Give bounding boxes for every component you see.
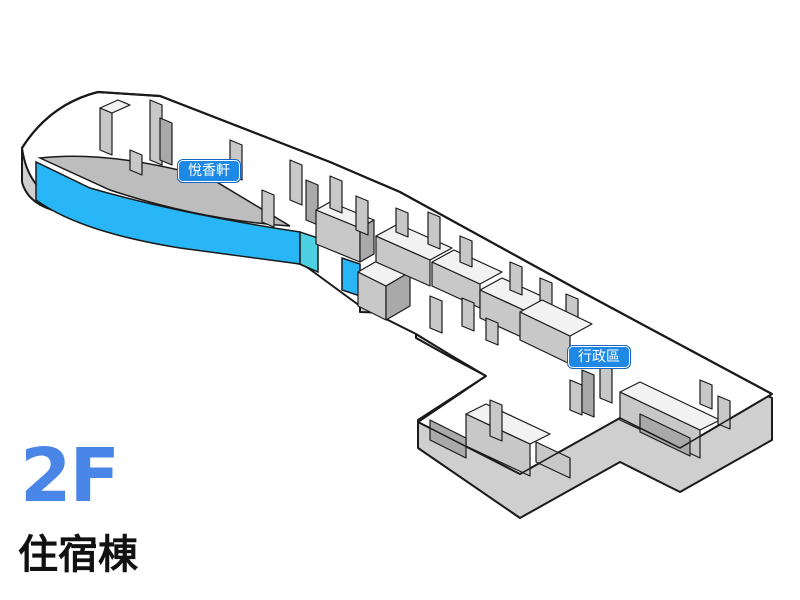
glass-curtain-wall	[35, 160, 361, 298]
interior-walls	[99, 99, 731, 479]
area-label-admin[interactable]: 行政區	[568, 346, 630, 368]
lower-wall-edge	[417, 393, 773, 475]
area-label-yuexiangxuan[interactable]: 悅香軒	[178, 160, 240, 182]
outer-wall-top	[21, 90, 773, 395]
building-name: 住宿棟	[18, 532, 138, 578]
restaurant-divider	[37, 155, 291, 227]
floor-number: 2F	[20, 433, 120, 519]
